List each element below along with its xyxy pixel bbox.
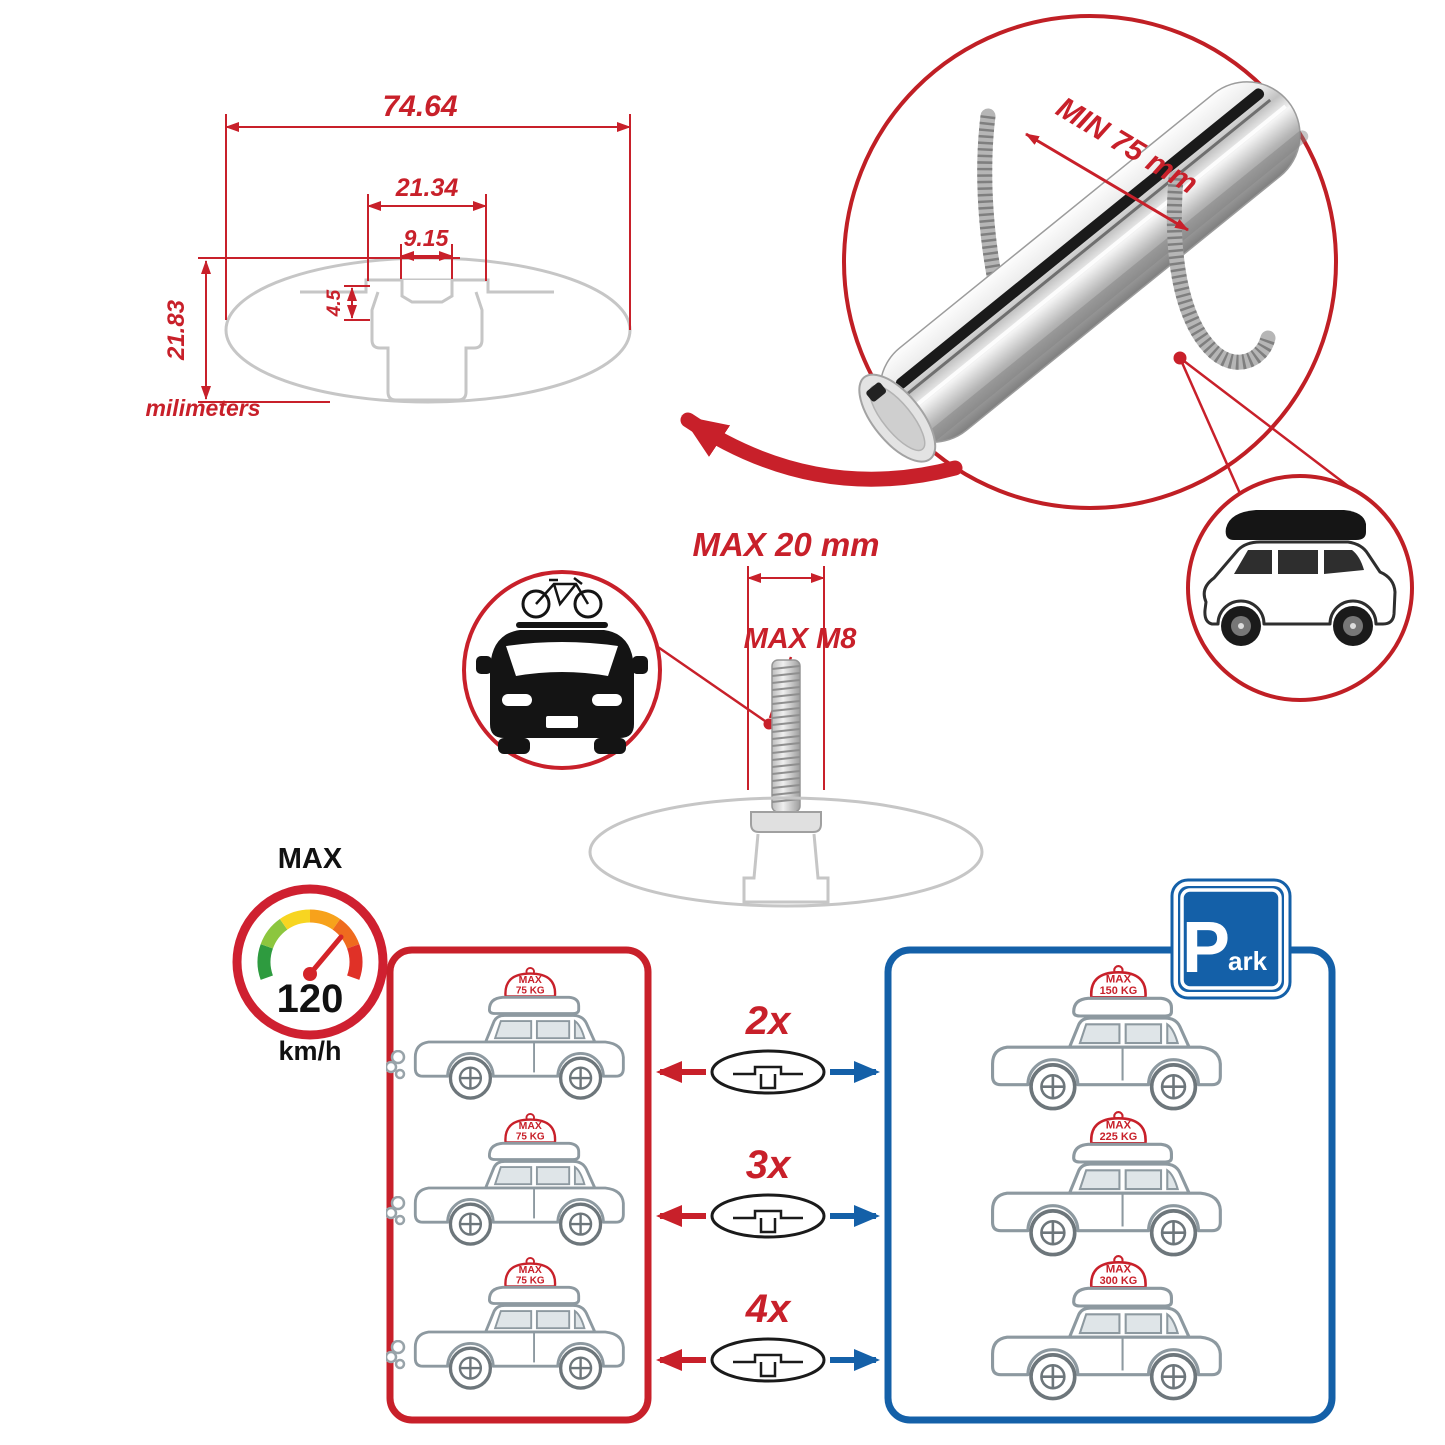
gauge-needle [307,934,344,977]
car-front-callout [462,570,662,770]
left-headlight [502,694,532,706]
tag-weight-label: 225 KG [1100,1131,1138,1143]
pointer-arrow [680,412,963,487]
roof-cargo-box-icon [1225,510,1366,540]
gauge-arc [257,909,363,980]
gauge-pivot [303,967,317,981]
bike-icon [521,577,603,619]
parked-car-1: MAX 150 KG [990,964,1223,1111]
speed-unit: km/h [278,1036,341,1066]
bolt-t-head [750,811,822,833]
units-label: milimeters [145,395,260,421]
ghost-profile-ellipse [588,796,984,908]
park-sign: P ark [1170,878,1292,1000]
tag-weight-label: 75 KG [516,1132,545,1143]
callout-circle [842,14,1338,510]
tag-max-label: MAX [519,1121,542,1132]
count-4x-label: 4x [745,1287,792,1331]
roof-rack-bar [516,622,608,628]
dim-inner-slot-label: 9.15 [404,225,450,251]
speed-value: 120 [277,977,344,1021]
profile-t-slot [400,280,454,304]
suv-roofbox-callout [1173,351,1414,702]
driving-car-1: MAX 75 KG [413,966,626,1100]
bolt-threads [771,665,801,803]
dim-total-height-label: 21.83 [163,299,190,361]
crossbar-photo-circle: MIN 75 mm [842,14,1338,510]
bolt-dimension-lines [747,566,825,790]
tag-max-label: MAX [519,975,542,986]
dimension-lines [198,114,631,403]
driving-car-2: MAX 75 KG [413,1112,626,1246]
max-width-label: MAX 20 mm [692,526,879,563]
park-ark-label: ark [1228,946,1268,976]
tag-max-label: MAX [1106,974,1132,986]
tag-max-label: MAX [519,1265,542,1276]
profile-dimension-drawing: 74.64 21.34 9.15 4.5 21.83 milimeters [145,90,632,421]
left-mirror [476,656,492,674]
speed-max-label: MAX [278,843,343,875]
clamp-strap-right [1166,170,1276,370]
bolt-diagram: MAX 20 mm MAX M8 [588,526,984,908]
dim-slot-depth-label: 4.5 [324,289,345,317]
tag-weight-label: 75 KG [516,986,545,997]
callout-dot [1173,351,1187,365]
parked-car-2: MAX 225 KG [990,1110,1223,1257]
tag-weight-label: 75 KG [516,1276,545,1287]
tag-max-label: MAX [1106,1264,1132,1276]
tag-weight-label: 150 KG [1100,985,1138,997]
windshield [506,642,618,676]
crossbar-oval-row3 [710,1337,826,1383]
park-sign-plate [1178,886,1284,992]
count-3x-label: 3x [746,1143,792,1187]
license-plate [546,716,578,728]
parked-cars-panel: MAX 150 KG MAX 225 KG MAX 300 KG [884,946,1336,1424]
min-span-dimension-line [1025,132,1189,232]
dim-outer-slot-label: 21.34 [395,174,459,202]
crossbar-count-column: 2x 3x 4x [656,999,880,1383]
tag-max-label: MAX [1106,1120,1132,1132]
crossbar-oval-row2 [710,1193,826,1239]
park-p-label: P [1182,908,1230,988]
right-mirror [632,656,648,674]
driving-cars-panel: MAX 75 KG MAX 75 KG MAX 75 KG [386,946,652,1424]
crossbar-oval-row1 [710,1049,826,1095]
right-headlight [592,694,622,706]
parked-car-3: MAX 300 KG [990,1254,1223,1401]
dim-total-width-label: 74.64 [382,90,457,123]
ghost-profile-channel [742,833,830,904]
profile-channel-body [370,291,484,402]
speed-limit-gauge: MAX 120 km/h [232,843,388,1066]
driving-car-3: MAX 75 KG [413,1256,626,1390]
tag-weight-label: 300 KG [1100,1275,1138,1287]
max-thread-label: MAX M8 [744,623,858,655]
count-2x-label: 2x [745,999,792,1043]
